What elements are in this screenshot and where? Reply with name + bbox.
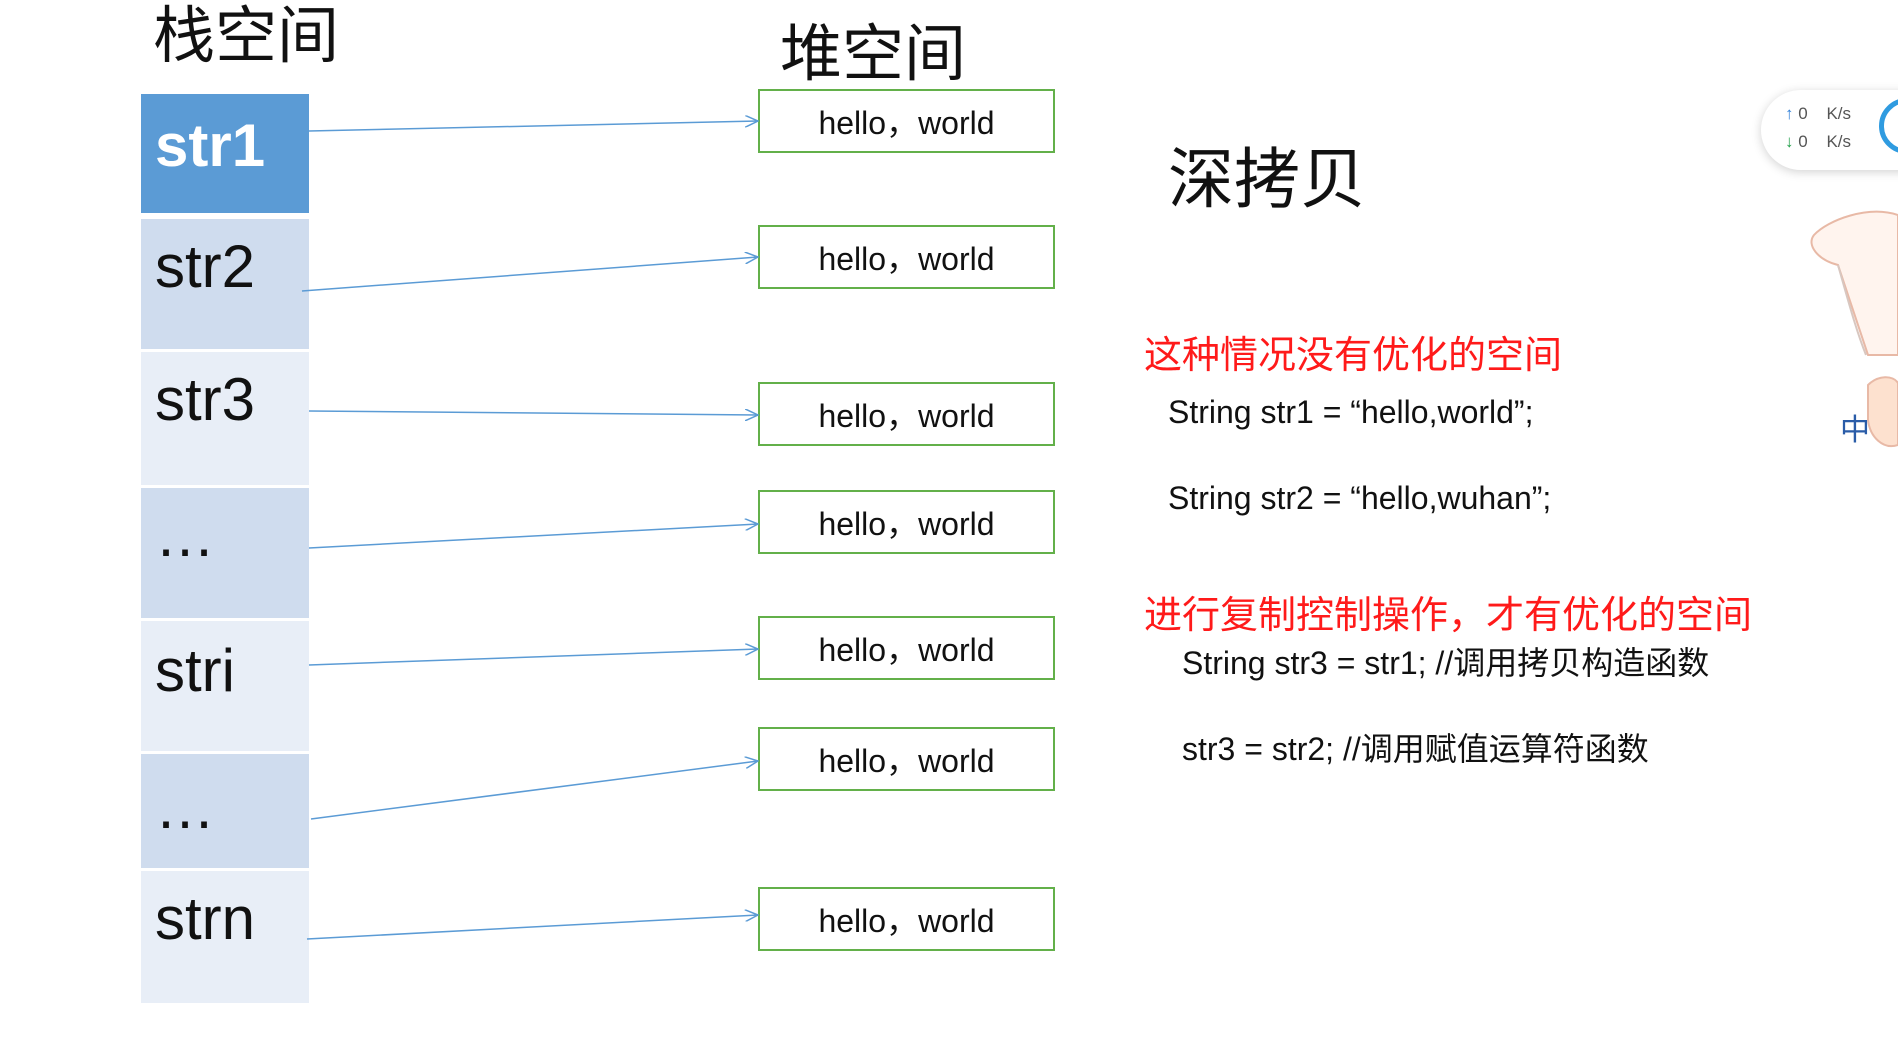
- stack-cell-str1: str1: [141, 94, 309, 213]
- download-speed-unit: K/s: [1826, 132, 1851, 151]
- case2-line1: String str3 = str1; //调用拷贝构造函数: [1182, 645, 1710, 681]
- heap-box: hello，world: [758, 727, 1055, 791]
- heap-box: hello，world: [758, 89, 1055, 153]
- heap-box: hello，world: [758, 490, 1055, 554]
- stack-cell-label: str1: [155, 112, 266, 179]
- stack-cell-label: str2: [155, 233, 256, 300]
- stack-cell-str3: str3: [141, 352, 309, 485]
- stack-cell-label: stri: [155, 637, 235, 704]
- stack-cell-label: strn: [155, 885, 256, 952]
- case1-title: 这种情况没有优化的空间: [1144, 335, 1563, 377]
- case1-line2: String str2 = “hello,wuhan”;: [1168, 480, 1552, 516]
- arrow-ellipsis-2: [310, 761, 758, 820]
- mascot-image: 中: [1810, 210, 1898, 448]
- upload-speed-row: ↑ 0 K/s: [1785, 104, 1851, 124]
- stack-space-title: 栈空间: [153, 2, 340, 71]
- deep-copy-title: 深拷贝: [1168, 142, 1366, 216]
- arrow-stri: [308, 649, 758, 666]
- stack-cell-label: …: [155, 502, 215, 569]
- stack-cell-label: str3: [155, 366, 256, 433]
- stack-cell-stri: stri: [141, 621, 309, 751]
- stack-cell-label: …: [155, 774, 215, 841]
- case1-line1: String str1 = “hello,world”;: [1168, 394, 1534, 430]
- download-speed-value: 0: [1798, 132, 1808, 151]
- heap-box: hello，world: [758, 382, 1055, 446]
- download-speed-row: ↓ 0 K/s: [1785, 132, 1851, 152]
- case2-title: 进行复制控制操作，才有优化的空间: [1144, 595, 1753, 637]
- arrow-ellipsis-1: [308, 524, 758, 549]
- arrow-strn: [306, 915, 758, 940]
- stack-cell-strn: strn: [141, 871, 309, 1003]
- arrow-up-icon: ↑: [1785, 104, 1794, 123]
- heap-box: hello，world: [758, 225, 1055, 289]
- upload-speed-value: 0: [1798, 104, 1808, 123]
- upload-speed-unit: K/s: [1826, 104, 1851, 123]
- speed-ring-icon: [1879, 98, 1898, 154]
- heap-box: hello，world: [758, 887, 1055, 951]
- arrow-str1: [308, 121, 758, 132]
- mascot-glyph-icon: 中: [1840, 413, 1870, 448]
- stack-cell-str2: str2: [141, 219, 309, 349]
- heap-box: hello，world: [758, 616, 1055, 680]
- arrow-str3: [308, 411, 758, 415]
- stack-cell-ellipsis-1: …: [141, 488, 309, 618]
- stack-cell-ellipsis-2: …: [141, 754, 309, 868]
- network-speed-widget[interactable]: ↑ 0 K/s ↓ 0 K/s: [1761, 90, 1898, 170]
- heap-space-title: 堆空间: [780, 20, 967, 89]
- arrow-down-icon: ↓: [1785, 132, 1794, 151]
- case2-line2: str3 = str2; //调用赋值运算符函数: [1182, 731, 1649, 767]
- arrow-str2: [301, 257, 758, 292]
